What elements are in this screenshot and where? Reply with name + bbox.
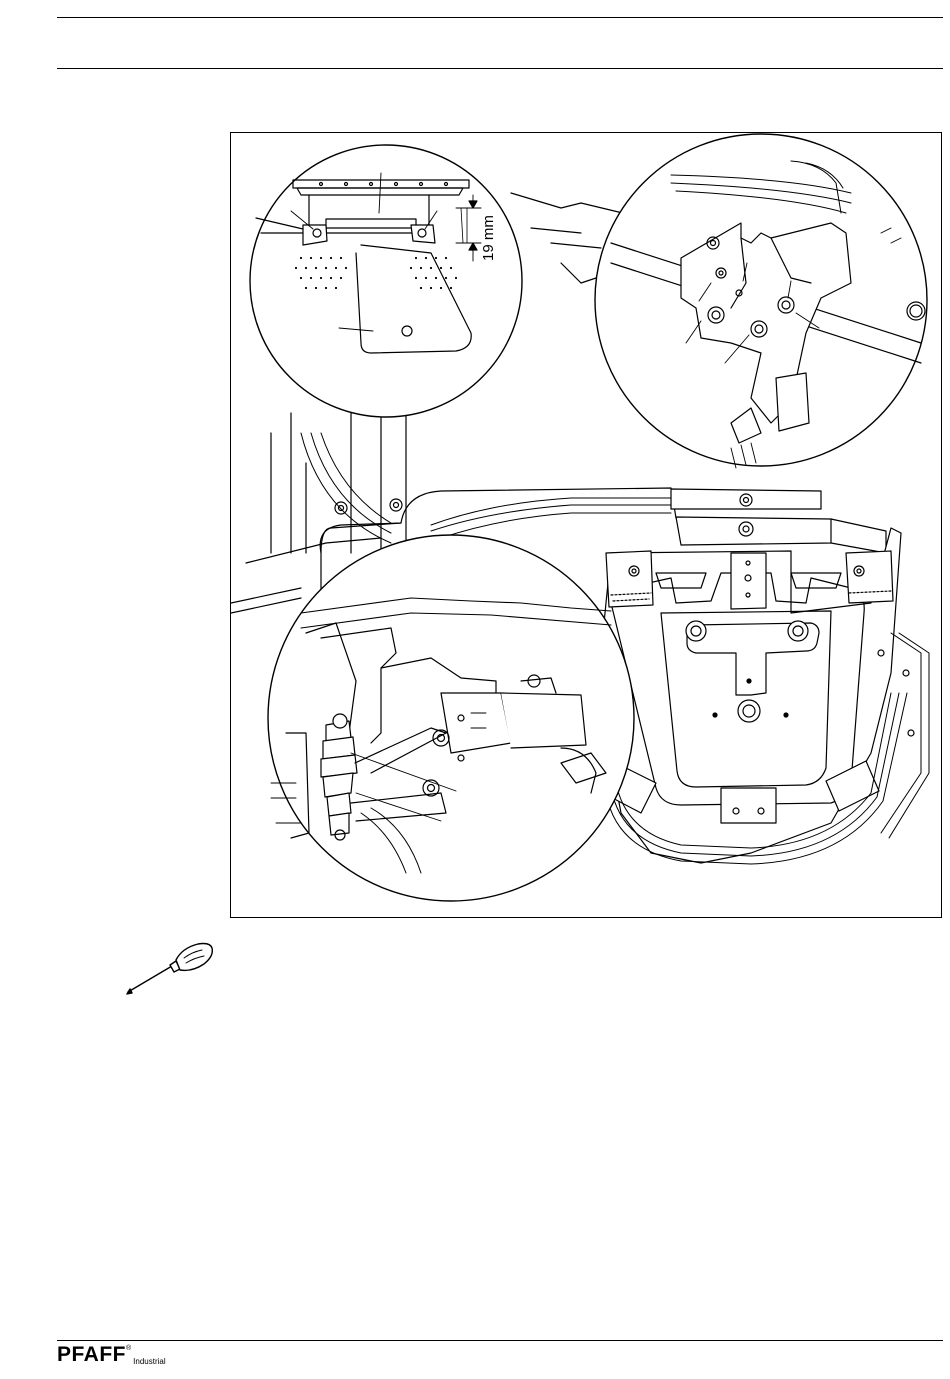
- dimension-label: 19 mm: [480, 215, 497, 261]
- registered-mark: ®: [126, 1345, 131, 1353]
- brand-subtitle: Industrial: [133, 1358, 165, 1366]
- detail-circle-needle-plate: [250, 145, 522, 417]
- detail-circle-bracket: [595, 134, 927, 468]
- detail-circle-cylinder: [268, 535, 634, 901]
- brand-logo: PFAFF: [57, 1344, 126, 1366]
- footer-rule: [57, 1340, 943, 1341]
- technical-figure: 19 mm: [230, 132, 942, 918]
- machine-illustration: 19 mm: [231, 133, 942, 918]
- clamp-assembly: [601, 528, 929, 864]
- screwdriver-icon: [124, 936, 216, 1003]
- header-rule-bottom: [57, 68, 943, 69]
- brand-mark: PFAFF ® Industrial: [57, 1344, 166, 1366]
- header-rule-top: [57, 17, 943, 18]
